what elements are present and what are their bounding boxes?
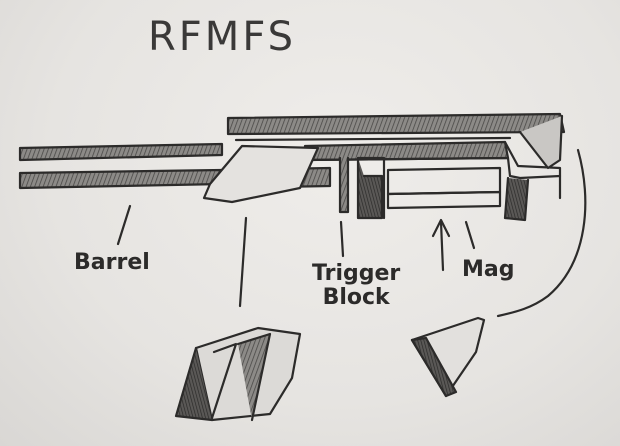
trigger-block-label-line1: Trigger (312, 261, 401, 286)
grip-part-shape (174, 326, 302, 422)
diagram-title: RFMFS (148, 14, 297, 60)
mag-label: Mag (462, 257, 515, 282)
trigger-block-label: Trigger Block (312, 262, 400, 310)
wedge-part-shape (410, 316, 486, 398)
leader-lines (116, 148, 587, 318)
body-frame-shape (303, 114, 564, 222)
mag-block-shape (386, 166, 502, 210)
trigger-block-label-line2: Block (322, 285, 390, 310)
trigger-block-shape (338, 156, 386, 220)
foregrip-shape (202, 144, 320, 204)
top-rail-shape (226, 112, 566, 142)
barrel-label: Barrel (74, 250, 150, 275)
